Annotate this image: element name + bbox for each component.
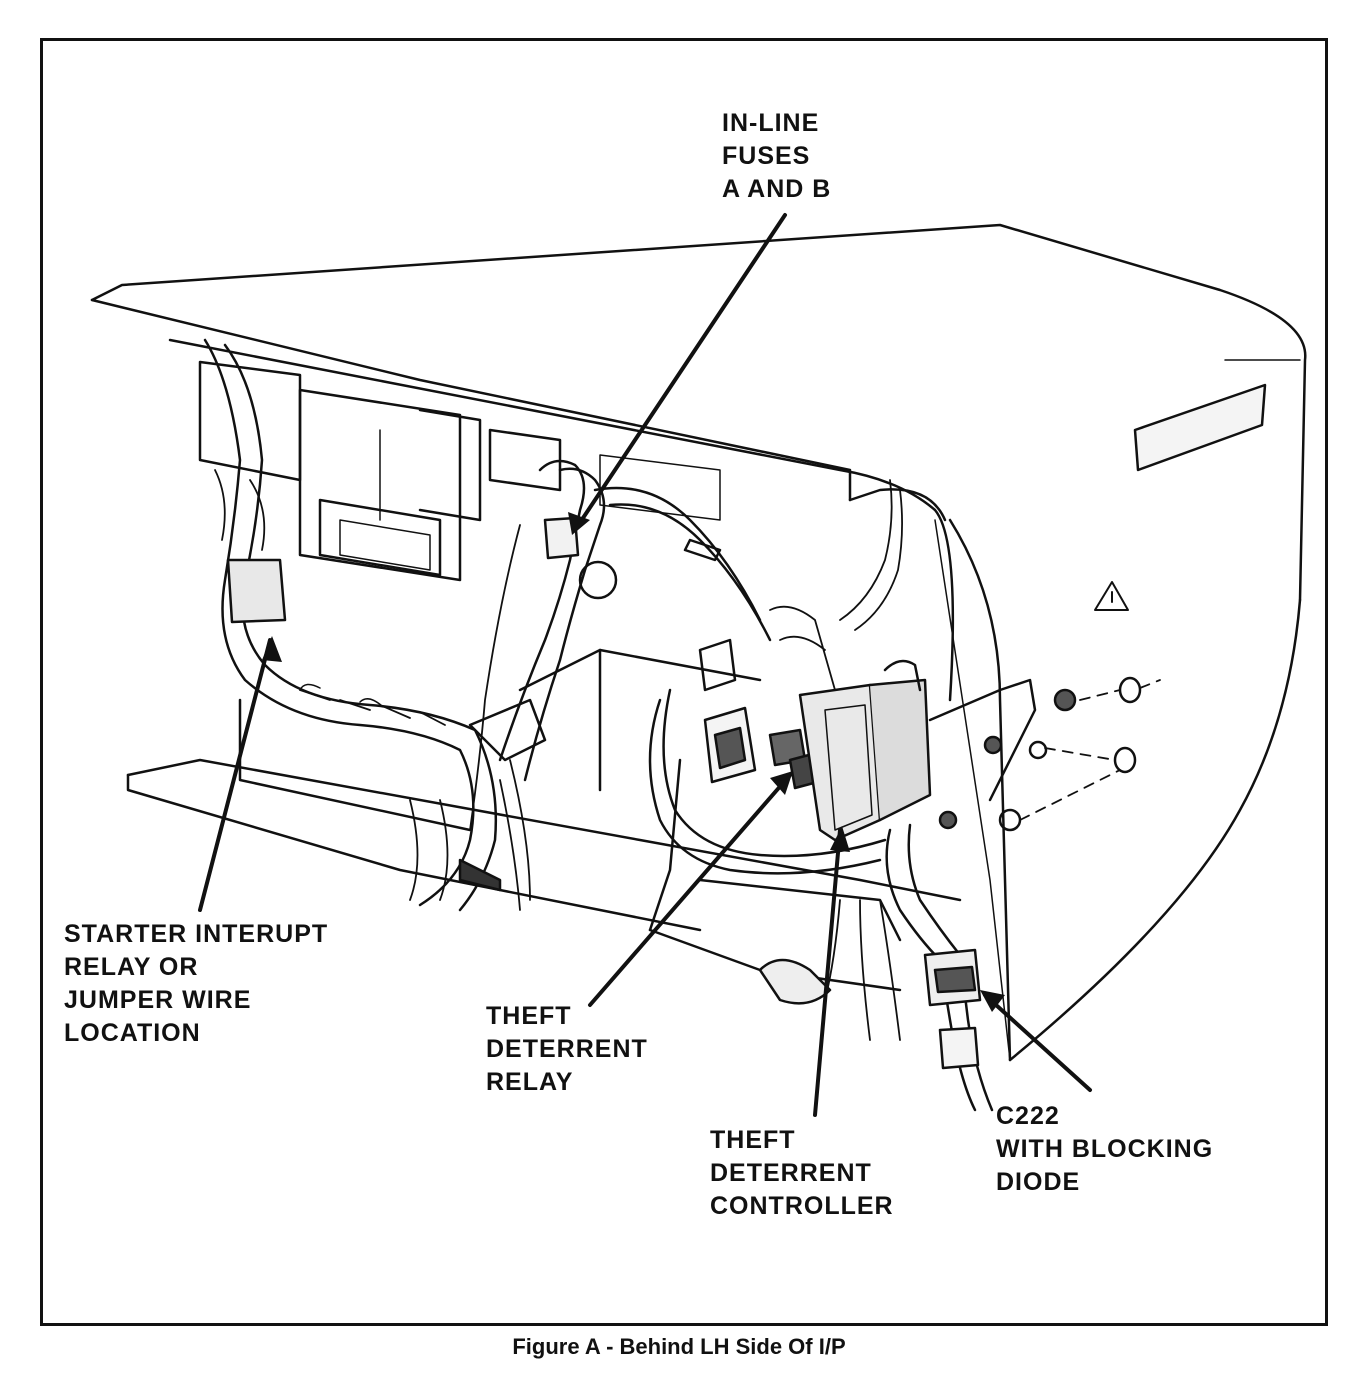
label-starter-line-3: JUMPER WIRE xyxy=(64,986,252,1014)
label-starter-interupt: STARTER INTERUPT RELAY OR JUMPER WIRE LO… xyxy=(64,918,328,1050)
label-controller-line-1: THEFT xyxy=(710,1126,796,1154)
label-starter-line-2: RELAY OR xyxy=(64,953,199,981)
label-starter-line-1: STARTER INTERUPT xyxy=(64,920,329,948)
label-c222: C222 WITH BLOCKING DIODE xyxy=(996,1100,1213,1199)
label-inline-fuses-line-2: FUSES xyxy=(722,142,811,170)
ip-side-panel xyxy=(934,383,1267,1062)
label-theft-deterrent-relay: THEFT DETERRENT RELAY xyxy=(486,1000,648,1099)
label-inline-fuses: IN-LINE FUSES A AND B xyxy=(722,107,831,206)
label-c222-line-1: C222 xyxy=(996,1102,1060,1130)
label-controller-line-2: DETERRENT xyxy=(710,1159,872,1187)
label-relay-line-1: THEFT xyxy=(486,1002,572,1030)
figure-caption: Figure A - Behind LH Side Of I/P xyxy=(512,1334,846,1359)
label-relay-line-3: RELAY xyxy=(486,1068,574,1096)
left-wire-harness xyxy=(203,338,547,912)
theft-deterrent-controller xyxy=(769,479,932,842)
ip-housings xyxy=(198,360,721,582)
label-inline-fuses-line-1: IN-LINE xyxy=(722,109,820,137)
callout-arrowheads xyxy=(262,512,1005,1012)
mounting-bracket xyxy=(928,676,1161,832)
label-c222-line-2: WITH BLOCKING xyxy=(996,1135,1214,1163)
ip-lower-structure xyxy=(126,648,962,992)
label-inline-fuses-line-3: A AND B xyxy=(722,175,832,203)
label-controller-line-3: CONTROLLER xyxy=(710,1192,894,1220)
figure-frame xyxy=(40,38,1328,1326)
label-c222-line-3: DIODE xyxy=(996,1168,1081,1196)
fuse-harness xyxy=(469,459,772,831)
label-relay-line-2: DETERRENT xyxy=(486,1035,648,1063)
ip-top-pad xyxy=(90,223,1307,1062)
label-theft-deterrent-controller: THEFT DETERRENT CONTROLLER xyxy=(710,1124,894,1223)
callout-leaders xyxy=(198,213,1092,1117)
c222-harness xyxy=(758,823,994,1112)
label-starter-line-4: LOCATION xyxy=(64,1019,201,1047)
